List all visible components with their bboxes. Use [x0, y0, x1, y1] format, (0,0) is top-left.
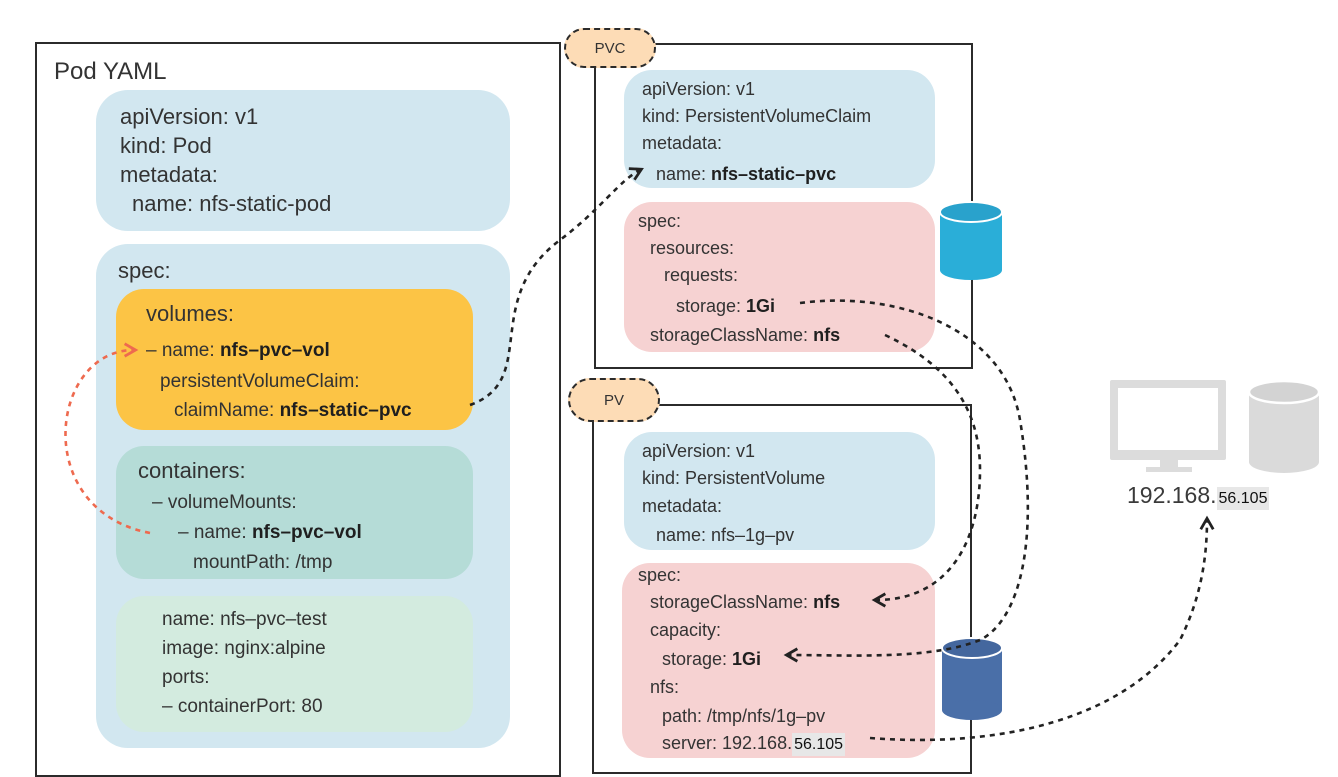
pvc-metadata-block: apiVersion: v1 kind: PersistentVolumeCla…	[624, 70, 935, 188]
mount-path: mountPath: /tmp	[193, 552, 333, 573]
container-spec-block: name: nfs–pvc–test image: nginx:alpine p…	[116, 596, 473, 732]
server-ip-address: 192.168.56.105	[1127, 482, 1270, 510]
container-image: image: nginx:alpine	[162, 638, 326, 659]
nfs-server-disk-icon	[1247, 379, 1321, 473]
pod-api-version: apiVersion: v1	[120, 104, 259, 129]
pvc-api-version: apiVersion: v1	[642, 79, 756, 99]
pod-yaml-frame	[35, 42, 561, 777]
pod-kind: kind: Pod	[120, 133, 212, 158]
container-port: – containerPort: 80	[162, 696, 323, 717]
pvc-name: name: nfs–static–pvc	[656, 164, 837, 184]
pvc-requests-key: requests:	[664, 265, 739, 285]
pv-metadata-block: apiVersion: v1 kind: PersistentVolume me…	[624, 432, 935, 550]
volumes-label: volumes:	[146, 301, 235, 326]
pvc-tag: PVC	[564, 28, 656, 68]
pvc-spec-block: spec: resources: requests: storage: 1Gi …	[624, 202, 935, 352]
pod-metadata-block: apiVersion: v1 kind: Pod metadata: name:…	[96, 90, 510, 231]
volume-name: – name: nfs–pvc–vol	[146, 340, 330, 361]
pvc-kind: kind: PersistentVolumeClaim	[642, 106, 872, 126]
container-ports: ports:	[162, 667, 210, 688]
pv-name: name: nfs–1g–pv	[656, 525, 795, 545]
pvc-metadata-key: metadata:	[642, 133, 723, 153]
volume-pvc-key: persistentVolumeClaim:	[160, 371, 360, 392]
pv-nfs-path: path: /tmp/nfs/1g–pv	[662, 706, 826, 726]
nfs-server-monitor-icon	[1110, 380, 1226, 472]
volumes-block: volumes: – name: nfs–pvc–vol persistentV…	[116, 289, 473, 430]
pvc-storage: storage: 1Gi	[676, 296, 776, 316]
pod-spec-label: spec:	[118, 258, 171, 283]
containers-label: containers:	[138, 458, 246, 483]
pvc-resources-key: resources:	[650, 238, 735, 258]
pv-nfs-key: nfs:	[650, 677, 680, 697]
container-name: name: nfs–pvc–test	[162, 609, 327, 630]
pvc-spec-label: spec:	[638, 211, 682, 231]
mount-name: – name: nfs–pvc–vol	[178, 522, 362, 543]
pod-yaml-title: Pod YAML	[54, 58, 167, 85]
pv-capacity-key: capacity:	[650, 620, 722, 640]
pod-name: name: nfs-static-pod	[132, 191, 332, 216]
pv-metadata-key: metadata:	[642, 496, 723, 516]
volume-claim-name: claimName: nfs–static–pvc	[174, 400, 412, 421]
pv-tag: PV	[568, 378, 660, 422]
containers-block: containers: – volumeMounts: – name: nfs–…	[116, 446, 473, 579]
pv-spec-block: spec: storageClassName: nfs capacity: st…	[622, 563, 935, 758]
pv-api-version: apiVersion: v1	[642, 441, 756, 461]
pod-metadata-key: metadata:	[120, 162, 218, 187]
pvc-storage-class: storageClassName: nfs	[650, 325, 841, 345]
pv-storage-class: storageClassName: nfs	[650, 592, 841, 612]
pv-spec-label: spec:	[638, 565, 682, 585]
pv-storage: storage: 1Gi	[662, 649, 762, 669]
pv-nfs-server: server: 192.168.56.105	[662, 733, 846, 756]
pv-kind: kind: PersistentVolume	[642, 468, 826, 488]
volume-mounts-key: – volumeMounts:	[152, 492, 297, 513]
